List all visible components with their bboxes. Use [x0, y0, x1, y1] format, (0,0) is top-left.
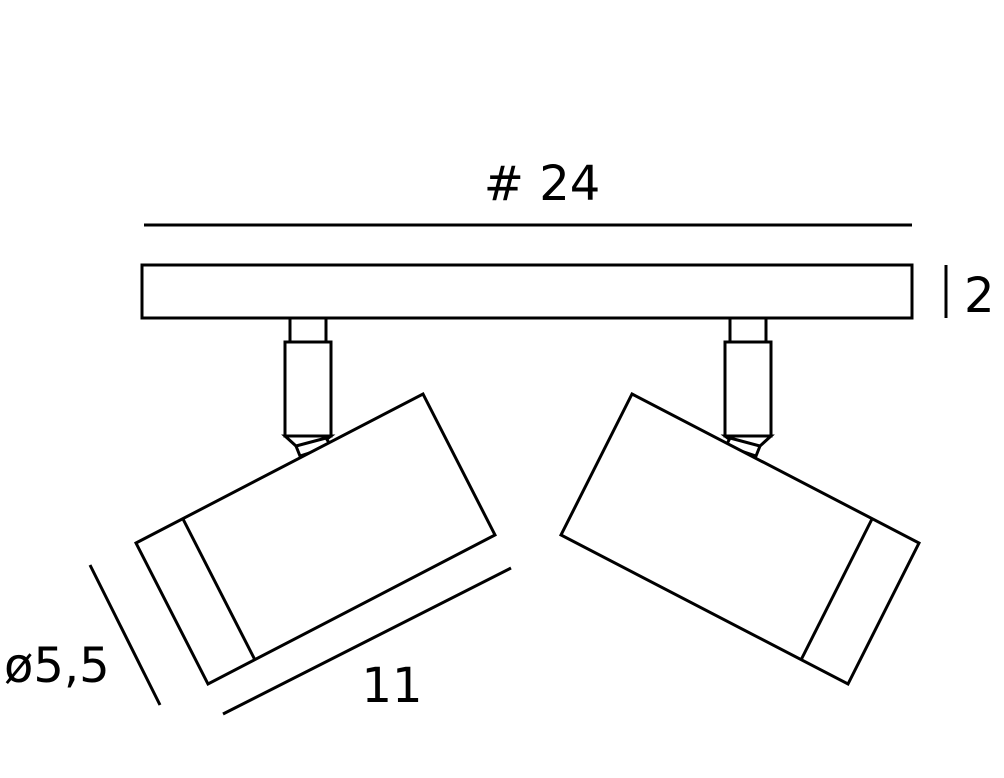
left-stem-top — [288, 316, 328, 344]
length-dimension: 11 — [222, 566, 512, 716]
diameter-dimension-label: ø5,5 — [4, 638, 110, 694]
right-lamp-head — [558, 391, 922, 687]
left-lamp-head — [133, 391, 498, 687]
width-dimension-label: # 24 — [484, 156, 601, 212]
height-dimension-label: 2 — [964, 268, 995, 324]
right-lens-ring — [799, 518, 874, 661]
length-dimension-label: 11 — [361, 658, 422, 714]
left-stem-body — [283, 340, 333, 438]
width-dimension: # 24 — [144, 156, 912, 227]
right-spotlight — [558, 316, 922, 687]
left-lens-ring — [181, 518, 257, 661]
diameter-dimension: ø5,5 — [4, 564, 162, 706]
right-stem-top — [728, 316, 768, 344]
right-stem-body — [723, 340, 773, 438]
diameter-dimension-line — [88, 564, 162, 706]
mounting-bar — [140, 263, 914, 320]
height-dimension: 2 — [944, 265, 995, 324]
left-spotlight — [133, 316, 498, 687]
length-dimension-line — [222, 566, 512, 716]
